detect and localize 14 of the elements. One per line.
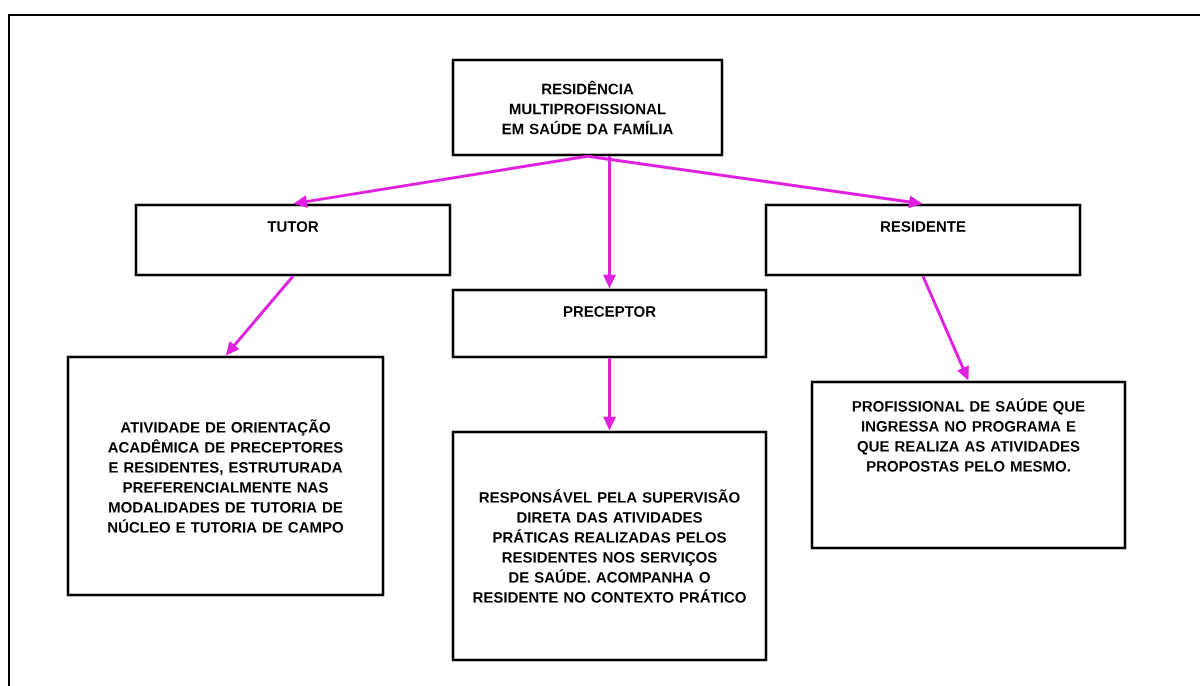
node-label: PRECEPTOR — [563, 306, 656, 317]
text-box — [764, 203, 1082, 277]
text-box — [134, 203, 452, 277]
text-box — [66, 355, 385, 597]
node-label: RESIDÊNCIA MULTIPROFISSIONAL EM SAÚDE DA FAMÍLIA — [502, 80, 673, 135]
node-label: PROFISSIONAL DE SAÚDE QUE INGRESSA NO PROGRAMA E QUE REALIZA AS ATIVIDADES PROPOSTAS PELO MESMO. — [852, 398, 1085, 472]
node-label: TUTOR — [267, 221, 319, 232]
node-label: RESIDENTE — [881, 221, 966, 232]
text-box — [451, 430, 768, 662]
node-label: RESPONSÁVEL PELA SUPERVISÃO DIRETA DAS ATIVIDADES PRÁTICAS REALIZADAS PELOS RESIDENTES NOS SERVIÇOS DE SAÚDE. ACOMPANHA O RESIDENTE NO CONTEXTO PRÁTICO — [473, 489, 746, 603]
text-box — [451, 58, 724, 157]
node-label: ATIVIDADE DE ORIENTAÇÃO ACADÊMICA DE PRECEPTORES E RESIDENTES, ESTRUTURADA PREFERENCIALMENTE NAS MODALIDADES DE TUTORIA DE NÚCLEO E TUTORIA DE CAMPO — [108, 419, 344, 533]
text-box — [451, 288, 768, 359]
text-box — [810, 380, 1127, 550]
